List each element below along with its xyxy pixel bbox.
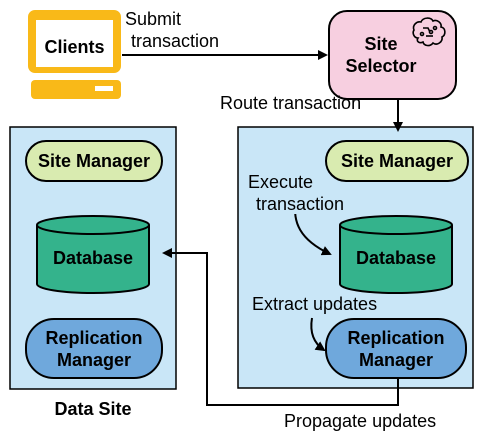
right-replication-line1: Replication: [347, 328, 445, 348]
execute-label-line1: Execute: [248, 172, 314, 192]
site-selector-label: Site Selector: [331, 27, 431, 83]
left-replication-line1: Replication: [45, 328, 143, 348]
left-site-manager-label: Site Manager: [37, 151, 151, 171]
execute-label-line2: transaction: [256, 194, 345, 214]
right-site-manager-label: Site Manager: [340, 151, 454, 171]
data-site-caption: Data Site: [54, 399, 132, 419]
left-replication-manager-pill: [25, 318, 163, 379]
propagate-updates-label: Propagate updates: [284, 411, 437, 431]
extract-updates-label: Extract updates: [252, 294, 378, 314]
submit-label-line1: Submit: [125, 9, 182, 29]
left-database-cylinder: [36, 215, 150, 294]
right-database-cylinder: [339, 215, 453, 294]
left-site-manager-pill: [25, 140, 163, 182]
clients-label: Clients: [44, 37, 105, 57]
left-database-label: Database: [52, 248, 134, 268]
submit-label-line2: transaction: [131, 31, 220, 51]
route-transaction-label: Route transaction: [220, 93, 362, 113]
right-database-label: Database: [355, 248, 437, 268]
right-replication-manager-label: Replication Manager: [326, 320, 466, 378]
right-site-manager-pill: [325, 140, 469, 182]
site-selector-box: [328, 10, 457, 100]
site-selector-line1: Site: [364, 34, 398, 54]
right-replication-manager-pill: [325, 318, 467, 379]
site-selector-line2: Selector: [345, 56, 417, 76]
extract-updates-arrow: [310, 317, 326, 352]
clients-computer-icon: [28, 10, 121, 99]
propagate-updates-arrow: [162, 248, 399, 406]
right-replication-line2: Manager: [358, 350, 434, 370]
left-replication-manager-label: Replication Manager: [26, 320, 162, 378]
left-replication-line2: Manager: [56, 350, 132, 370]
brain-circuit-icon: [412, 17, 446, 47]
